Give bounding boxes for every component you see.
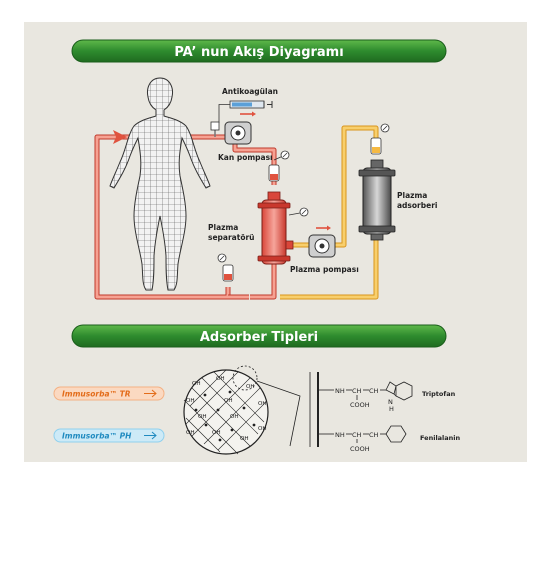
svg-text:OH: OH (192, 381, 201, 387)
svg-text:OH: OH (216, 376, 225, 382)
title-banner: PA’ nun Akış Diyagramı (71, 39, 447, 63)
svg-text:OH: OH (212, 430, 221, 436)
hydroxyl-groups: OH OH OH OH OH OH OH OH OH OH OH OH (186, 376, 267, 442)
adsorber-ph-label: Immusorba™ PH (62, 432, 132, 441)
blood-tubing (94, 123, 277, 300)
svg-text:OH: OH (186, 398, 195, 404)
section-title: Adsorber Tipleri (200, 330, 318, 345)
svg-text:CH: CH (352, 431, 362, 439)
plasma-pump-icon (308, 225, 336, 258)
svg-text:OH: OH (230, 414, 239, 420)
adsorber-pill-ph: Immusorba™ PH (53, 428, 165, 443)
plasma-adsorber-icon (358, 159, 396, 241)
pressure-gauge-icon (273, 150, 290, 161)
porous-bead-diagram: OH OH OH OH OH OH OH OH OH OH OH OH (183, 365, 301, 455)
patient-body-figure (109, 77, 211, 291)
tryptophan-label: Triptofan (422, 390, 456, 398)
svg-text:OH: OH (186, 430, 195, 436)
svg-text:OH: OH (246, 384, 255, 390)
svg-text:OH: OH (258, 426, 267, 432)
plasma-separator-icon (257, 191, 294, 265)
svg-text:OH: OH (224, 398, 233, 404)
plasma-separator-label-line2: separatörü (208, 233, 255, 242)
page-title: PA’ nun Akış Diyagramı (174, 45, 343, 60)
svg-text:H: H (389, 405, 394, 413)
plasma-pump-label: Plazma pompası (290, 265, 359, 274)
adsorber-pill-tr: Immusorba™ TR (53, 386, 165, 401)
ligand-structures: NH CH CH COOH N H Triptofan NH CH CH COO… (309, 372, 461, 453)
indole-ring-icon (385, 381, 413, 401)
svg-text:CH: CH (352, 387, 362, 395)
plasma-adsorber-label-line2: adsorberi (397, 201, 437, 210)
drip-chamber-icon (222, 264, 234, 282)
svg-text:COOH: COOH (350, 401, 370, 409)
benzene-ring-icon (385, 425, 407, 443)
pressure-gauge-icon (380, 123, 390, 133)
svg-text:OH: OH (240, 436, 249, 442)
anticoagulant-label: Antikoagülan (222, 87, 278, 96)
blood-pump-label: Kan pompası (218, 153, 273, 162)
plasma-adsorber-label-line1: Plazma (397, 191, 427, 200)
svg-text:N: N (388, 398, 393, 406)
flow-arrow-icon (113, 130, 127, 144)
anticoagulant-syringe-icon (210, 100, 273, 131)
svg-text:CH: CH (369, 387, 379, 395)
svg-text:COOH: COOH (350, 445, 370, 453)
pressure-gauge-icon (217, 253, 227, 263)
svg-text:OH: OH (198, 414, 207, 420)
svg-text:NH: NH (335, 431, 345, 439)
pressure-gauge-icon (288, 207, 309, 217)
drip-chamber-icon (268, 164, 280, 182)
blood-pump-icon (224, 111, 256, 145)
svg-text:OH: OH (258, 401, 267, 407)
adsorber-types-banner: Adsorber Tipleri (71, 324, 447, 348)
phenylalanine-label: Fenilalanin (420, 434, 461, 442)
plasma-separator-label-line1: Plazma (208, 223, 238, 232)
svg-text:NH: NH (335, 387, 345, 395)
adsorber-tr-label: Immusorba™ TR (62, 390, 131, 399)
drip-chamber-icon (370, 137, 382, 155)
svg-text:CH: CH (369, 431, 379, 439)
